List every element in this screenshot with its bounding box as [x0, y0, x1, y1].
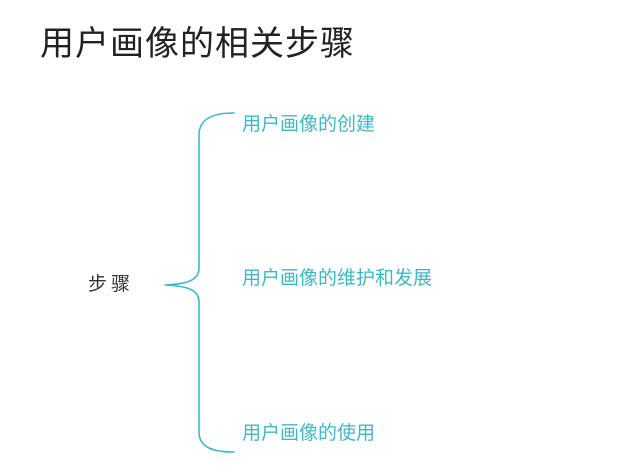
branch-label-use: 用户画像的使用 [242, 422, 376, 444]
branch-label-maintain: 用户画像的维护和发展 [242, 267, 433, 289]
root-node-label: 步骤 [88, 273, 135, 295]
branch-label-create: 用户画像的创建 [242, 113, 376, 135]
curly-brace-path [164, 112, 235, 453]
page-title: 用户画像的相关步骤 [40, 24, 355, 64]
